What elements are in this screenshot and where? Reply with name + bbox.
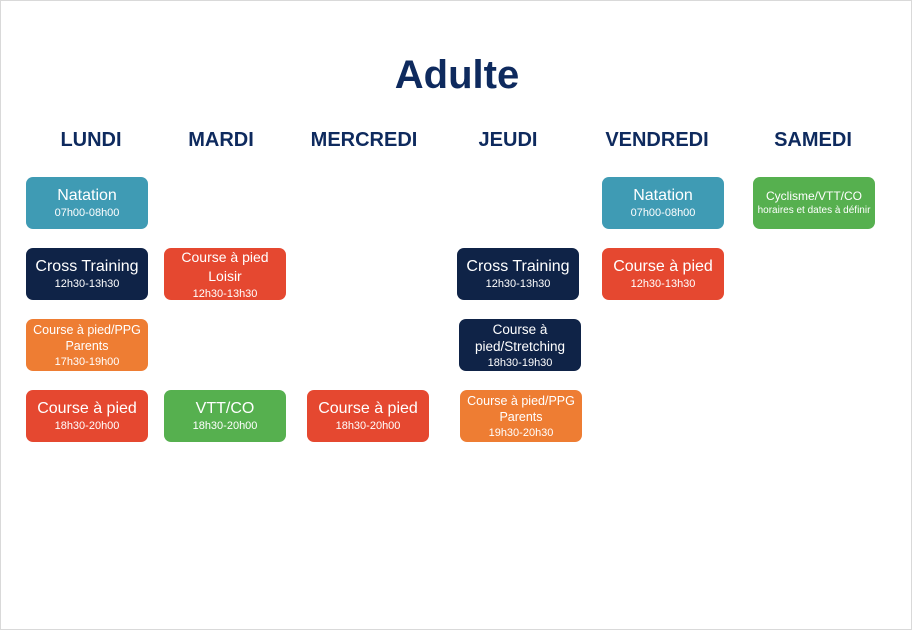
- day-header-samedi: SAMEDI: [774, 129, 852, 151]
- activity-card-course-a-pied: Course à pied 18h30-20h00: [307, 390, 429, 442]
- page-title: Adulte: [394, 53, 520, 97]
- activity-time: 18h30-20h00: [54, 420, 120, 432]
- activity-card-course-loisir: Course à pied Loisir 12h30-13h30: [164, 248, 286, 300]
- activity-time: horaires et dates à définir: [757, 205, 871, 216]
- activity-time: 12h30-13h30: [630, 278, 696, 290]
- activity-label: Cross Training: [466, 258, 570, 275]
- activity-card-course-ppg-parents: Course à pied/PPG Parents 19h30-20h30: [460, 390, 582, 442]
- activity-time: 07h00-08h00: [54, 207, 120, 219]
- activity-label: VTT/CO: [195, 400, 255, 417]
- day-header-lundi: LUNDI: [60, 129, 122, 151]
- activity-card-vtt-co: VTT/CO 18h30-20h00: [164, 390, 286, 442]
- activity-card-course-a-pied: Course à pied 12h30-13h30: [602, 248, 724, 300]
- activity-label: Cyclisme/VTT/CO: [766, 189, 862, 203]
- activity-time: 12h30-13h30: [54, 278, 120, 290]
- day-header-vendredi: VENDREDI: [605, 129, 709, 151]
- activity-card-cyclisme-vtt-co: Cyclisme/VTT/CO horaires et dates à défi…: [753, 177, 875, 229]
- activity-label: Course à pied/PPG Parents: [467, 393, 575, 424]
- day-header-jeudi: JEUDI: [478, 129, 538, 151]
- activity-time: 18h30-19h30: [487, 356, 553, 369]
- activity-time: 07h00-08h00: [630, 207, 696, 219]
- activity-time: 19h30-20h30: [488, 426, 554, 439]
- activity-time: 18h30-20h00: [192, 420, 258, 432]
- activity-card-cross-training: Cross Training 12h30-13h30: [26, 248, 148, 300]
- activity-label: Course à pied/Stretching: [474, 321, 566, 354]
- activity-card-course-ppg-parents: Course à pied/PPG Parents 17h30-19h00: [26, 319, 148, 371]
- activity-card-natation: Natation 07h00-08h00: [602, 177, 724, 229]
- activity-label: Course à pied: [37, 400, 137, 417]
- activity-time: 17h30-19h00: [54, 355, 120, 368]
- activity-time: 12h30-13h30: [485, 278, 551, 290]
- activity-label: Course à pied: [318, 400, 418, 417]
- activity-label: Course à pied: [613, 258, 713, 275]
- activity-label: Cross Training: [35, 258, 139, 275]
- activity-time: 12h30-13h30: [192, 287, 258, 300]
- activity-label: Course à pied Loisir: [181, 248, 269, 284]
- activity-label: Course à pied/PPG Parents: [33, 322, 141, 353]
- day-header-mercredi: MERCREDI: [310, 129, 418, 151]
- activity-label: Natation: [57, 187, 117, 204]
- activity-card-cross-training: Cross Training 12h30-13h30: [457, 248, 579, 300]
- activity-card-natation: Natation 07h00-08h00: [26, 177, 148, 229]
- activity-card-course-stretching: Course à pied/Stretching 18h30-19h30: [459, 319, 581, 371]
- activity-time: 18h30-20h00: [335, 420, 401, 432]
- activity-card-course-a-pied: Course à pied 18h30-20h00: [26, 390, 148, 442]
- activity-label: Natation: [633, 187, 693, 204]
- day-header-mardi: MARDI: [188, 129, 254, 151]
